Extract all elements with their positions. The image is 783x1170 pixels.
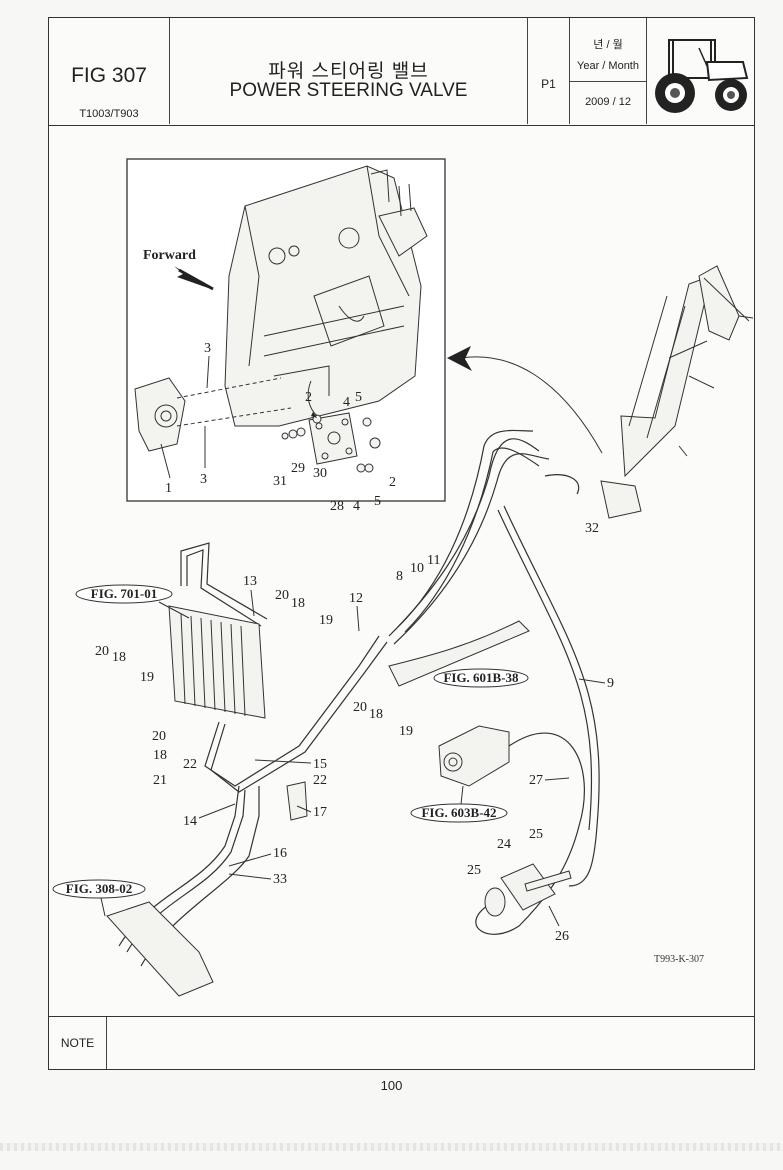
callout-24: 24 [497, 837, 511, 852]
hydraulic-hoses [388, 429, 600, 935]
callout-25-lower: 25 [467, 863, 481, 878]
callout-29: 29 [291, 461, 305, 476]
callout-18-left: 18 [112, 650, 126, 665]
parts-diagram: Forward 3 3 1 2 4 5 29 30 31 28 4 5 2 [52, 158, 754, 997]
pump-drawing [438, 725, 510, 787]
svg-text:FIG. 603B-42: FIG. 603B-42 [421, 805, 496, 820]
page-code: P1 [541, 77, 556, 91]
date-cell: 년 / 월 Year / Month 2009 / 12 [570, 18, 647, 124]
callout-21: 21 [153, 773, 167, 788]
callout-28: 28 [330, 499, 344, 514]
catalog-sheet: FIG 307 T1003/T903 파워 스티어링 밸브 POWER STEE… [48, 17, 755, 1070]
fig-ref-701-01: FIG. 701-01 [75, 584, 190, 619]
oil-cooler-pipes [106, 542, 530, 997]
callout-16: 16 [273, 846, 287, 861]
callout-19-left: 19 [140, 670, 154, 685]
callout-5-lower: 5 [374, 494, 381, 509]
callout-15: 15 [313, 757, 327, 772]
thumbnail-cell [647, 18, 754, 124]
year-month-korean: 년 / 월 [593, 39, 623, 51]
fig-ref-603b-42: FIG. 603B-42 [410, 785, 508, 823]
callout-14: 14 [183, 814, 197, 829]
date-value: 2009 / 12 [585, 96, 631, 108]
callout-20: 20 [275, 588, 289, 603]
note-row: NOTE [49, 1016, 754, 1069]
title-english: POWER STEERING VALVE [229, 80, 468, 101]
main-callouts: 13 20 18 19 12 8 10 11 9 32 20 18 19 20 … [95, 521, 614, 944]
note-label: NOTE [49, 1017, 107, 1069]
model-number: T1003/T903 [79, 108, 139, 120]
header: FIG 307 T1003/T903 파워 스티어링 밸브 POWER STEE… [49, 18, 754, 126]
forward-arrow: Forward [143, 248, 214, 291]
adapter-plate-part-28 [281, 380, 381, 473]
page-code-cell: P1 [528, 18, 570, 124]
callout-20-mid: 20 [152, 729, 166, 744]
callout-22-right: 22 [313, 773, 327, 788]
callout-9: 9 [607, 676, 614, 691]
callout-8: 8 [396, 569, 403, 584]
callout-12: 12 [349, 591, 363, 606]
callout-3-lower: 3 [200, 472, 207, 487]
scan-edge [0, 1143, 783, 1151]
tractor-icon [655, 39, 749, 113]
callout-17: 17 [313, 805, 327, 820]
page-number: 100 [380, 1078, 403, 1093]
callout-30: 30 [313, 466, 327, 481]
callout-20-left: 20 [95, 644, 109, 659]
callout-3-upper: 3 [204, 341, 211, 356]
callout-2-upper: 2 [305, 390, 312, 405]
fuel-filter-drawing [484, 863, 572, 917]
callout-18-right: 18 [369, 707, 383, 722]
callout-18: 18 [291, 596, 305, 611]
figure-references: FIG. 701-01 FIG. 601B-38 FIG. 603B-42 FI… [52, 584, 529, 917]
steering-column-drawing [600, 265, 754, 519]
inset-callouts: 3 3 1 2 4 5 29 30 31 28 4 5 2 [160, 341, 396, 514]
callout-31: 31 [273, 474, 287, 489]
callout-32: 32 [585, 521, 599, 536]
callout-19-right: 19 [399, 724, 413, 739]
callout-10: 10 [410, 561, 424, 576]
callout-1: 1 [165, 481, 172, 496]
svg-text:FIG. 308-02: FIG. 308-02 [66, 881, 132, 896]
transmission-housing-drawing [224, 165, 428, 427]
drawing-code: T993-K-307 [654, 954, 704, 965]
callout-11: 11 [427, 553, 440, 568]
callout-13: 13 [243, 574, 257, 589]
inset-box: Forward 3 3 1 2 4 5 29 30 31 28 4 5 2 [126, 158, 446, 514]
inset-pointer-arrow [447, 346, 603, 454]
callout-20-right: 20 [353, 700, 367, 715]
callout-26: 26 [555, 929, 569, 944]
callout-4-upper: 4 [343, 395, 350, 410]
callout-5-upper: 5 [355, 390, 362, 405]
date-divider [570, 81, 646, 82]
svg-text:FIG. 601B-38: FIG. 601B-38 [443, 670, 519, 685]
title-korean: 파워 스티어링 밸브 [268, 61, 429, 82]
forward-label: Forward [143, 248, 196, 263]
figure-cell: FIG 307 T1003/T903 [49, 18, 170, 124]
svg-text:FIG. 701-01: FIG. 701-01 [91, 586, 157, 601]
callout-19: 19 [319, 613, 333, 628]
callout-18-mid: 18 [153, 748, 167, 763]
callout-27: 27 [529, 773, 543, 788]
fig-ref-308-02: FIG. 308-02 [52, 879, 146, 917]
fig-number: FIG 307 [71, 64, 147, 87]
callout-33: 33 [273, 872, 287, 887]
callout-25-upper: 25 [529, 827, 543, 842]
fig-ref-601b-38: FIG. 601B-38 [433, 668, 529, 688]
callout-22-left: 22 [183, 757, 197, 772]
title-cell: 파워 스티어링 밸브 POWER STEERING VALVE [170, 18, 528, 124]
year-month-english: Year / Month [577, 60, 639, 72]
callout-2-lower: 2 [389, 475, 396, 490]
steering-valve-part-1 [134, 377, 292, 452]
callout-4-lower: 4 [353, 499, 360, 514]
